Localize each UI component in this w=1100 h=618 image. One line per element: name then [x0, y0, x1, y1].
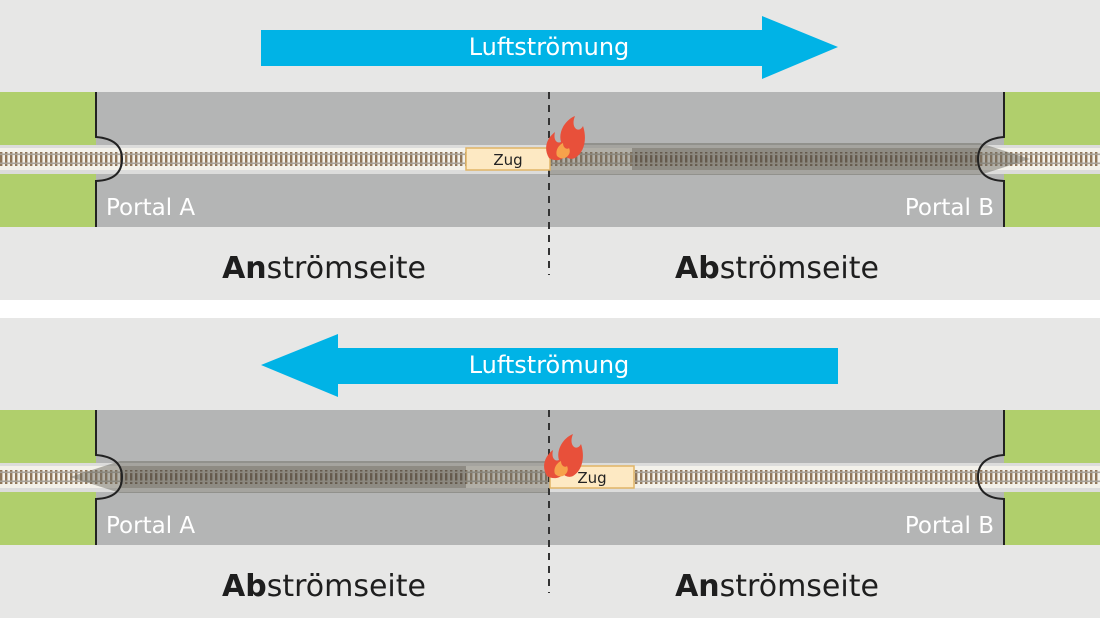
- train-label: Zug: [577, 469, 606, 487]
- portal-b-label: Portal B: [905, 513, 994, 539]
- grass-right-bottom: [1004, 174, 1100, 227]
- left-side-bold: Ab: [222, 569, 267, 604]
- grass-left-top: [0, 92, 96, 145]
- smoke-plume: [550, 143, 1030, 175]
- right-side-rest: strömseite: [720, 251, 879, 286]
- panel-2: Luftströmung Zug Portal: [0, 318, 1100, 618]
- panel-1: Luftströmung Zug Portal: [0, 0, 1100, 300]
- grass-right-bottom: [1004, 492, 1100, 545]
- flame-icon: [546, 116, 585, 161]
- left-side-label: Abströmseite: [222, 569, 426, 604]
- grass-left-bottom: [0, 492, 96, 545]
- train-label: Zug: [493, 151, 522, 169]
- right-side-rest: strömseite: [720, 569, 879, 604]
- train: [465, 147, 551, 171]
- grass-left-bottom: [0, 174, 96, 227]
- left-side-bold: An: [222, 251, 267, 286]
- left-side-rest: strömseite: [267, 569, 426, 604]
- airflow-label: Luftströmung: [469, 33, 630, 61]
- airflow-label: Luftströmung: [469, 351, 630, 379]
- portal-b-outline: [976, 92, 1005, 227]
- arrow-left-icon: [261, 334, 838, 397]
- grass-right-top: [1004, 410, 1100, 463]
- airflow-arrow: Luftströmung: [261, 334, 838, 397]
- right-side-label: Abströmseite: [675, 251, 879, 286]
- flame-icon: [544, 434, 583, 479]
- portal-a-outline: [95, 92, 124, 227]
- grass-right-top: [1004, 92, 1100, 145]
- right-side-label: Anströmseite: [675, 569, 879, 604]
- portal-a-outline: [95, 410, 124, 545]
- grass-left-top: [0, 410, 96, 463]
- left-side-label: Anströmseite: [222, 251, 426, 286]
- portal-a-label: Portal A: [106, 513, 195, 539]
- arrow-right-icon: [261, 16, 838, 79]
- airflow-arrow: Luftströmung: [261, 16, 838, 79]
- right-side-bold: An: [675, 569, 720, 604]
- left-side-rest: strömseite: [267, 251, 426, 286]
- right-side-bold: Ab: [675, 251, 720, 286]
- smoke-plume: [70, 461, 550, 493]
- portal-b-outline: [976, 410, 1005, 545]
- portal-b-label: Portal B: [905, 195, 994, 221]
- portal-a-label: Portal A: [106, 195, 195, 221]
